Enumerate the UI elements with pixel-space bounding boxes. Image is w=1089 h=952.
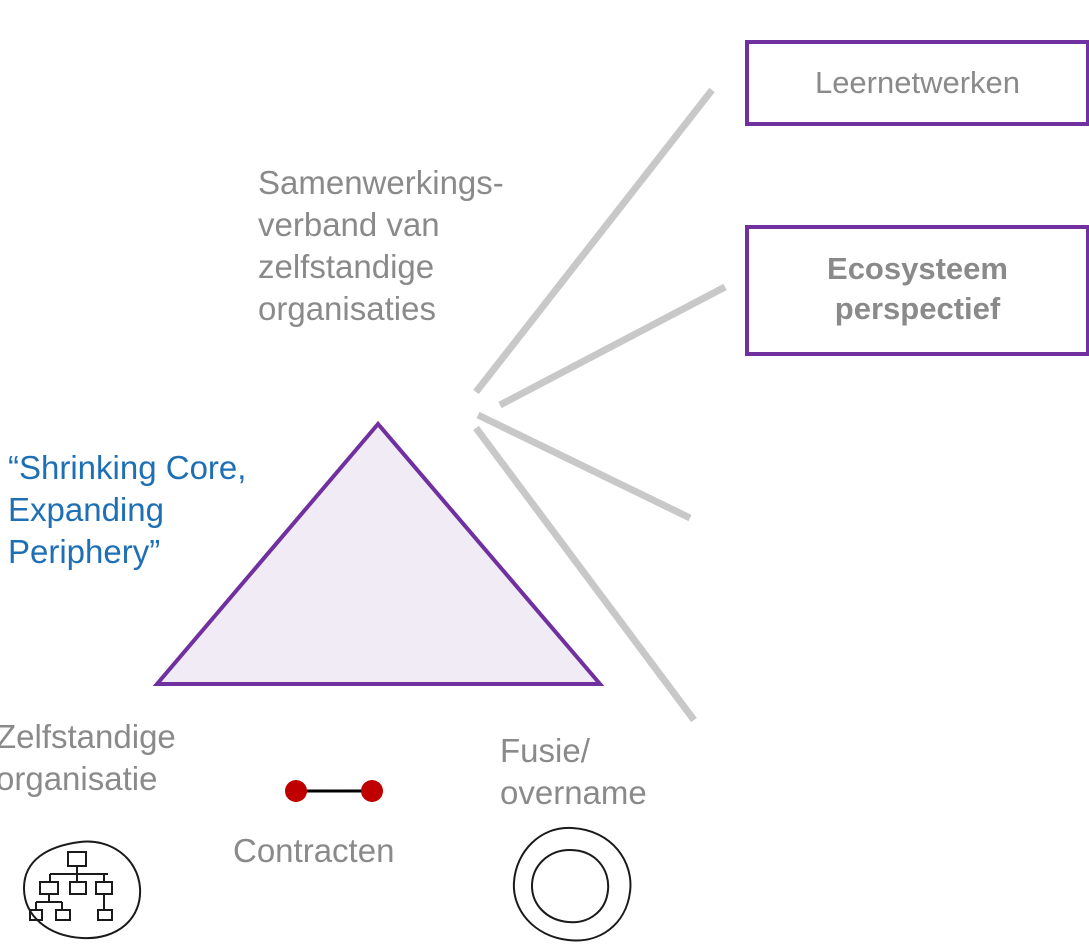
independent-org-label: Zelfstandige organisatie bbox=[0, 716, 176, 800]
quote-label: “Shrinking Core, Expanding Periphery” bbox=[8, 447, 246, 573]
box-ecosysteem-line2: perspectief bbox=[834, 291, 1001, 326]
contract-dot-left bbox=[285, 780, 307, 802]
collaboration-label-line2: verband van bbox=[258, 206, 440, 243]
line-to-empty-2 bbox=[473, 425, 697, 723]
line-to-ecosysteem bbox=[498, 283, 727, 409]
quote-label-line2: Expanding bbox=[8, 491, 164, 528]
independent-org-label-line2: organisatie bbox=[0, 760, 158, 797]
line-to-empty-1 bbox=[476, 411, 692, 522]
quote-label-line3: Periphery” bbox=[8, 533, 161, 570]
collaboration-label-line4: organisaties bbox=[258, 290, 436, 327]
box-leernetwerken-label: Leernetwerken bbox=[814, 65, 1021, 100]
merger-label-line1: Fusie/ bbox=[500, 732, 590, 769]
quote-label-line1: “Shrinking Core, bbox=[8, 449, 247, 486]
collaboration-label-line3: zelfstandige bbox=[258, 248, 435, 285]
merger-label-line2: overname bbox=[500, 774, 647, 811]
box-ecosysteem-line1: Ecosysteem bbox=[827, 251, 1008, 286]
triangle bbox=[152, 420, 605, 686]
independent-org-label-line1: Zelfstandige bbox=[0, 718, 176, 755]
merger-label: Fusie/ overname bbox=[500, 730, 647, 814]
contract-dot-right bbox=[361, 780, 383, 802]
line-to-leernetwerken bbox=[473, 87, 715, 395]
box-ecosysteem-perspectief: Ecosysteem perspectief bbox=[745, 225, 1089, 356]
nested-circle-sketch-icon bbox=[512, 826, 632, 942]
collaboration-label: Samenwerkings- verband van zelfstandige … bbox=[258, 162, 504, 330]
collaboration-label-line1: Samenwerkings- bbox=[258, 164, 504, 201]
org-chart-sketch-icon bbox=[22, 840, 142, 940]
box-leernetwerken: Leernetwerken bbox=[745, 40, 1089, 126]
contracts-label: Contracten bbox=[233, 832, 395, 869]
